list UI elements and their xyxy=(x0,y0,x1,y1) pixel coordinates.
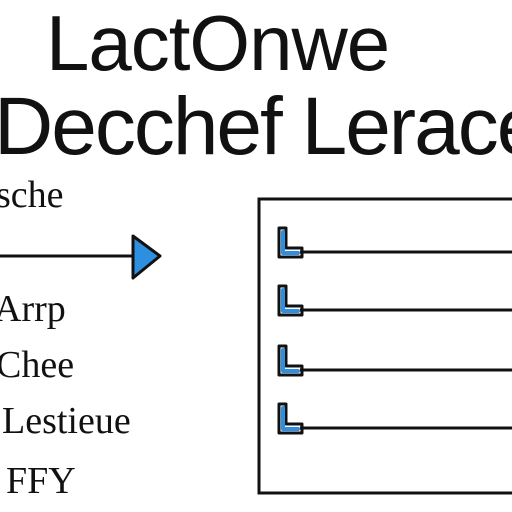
corner-bracket-icon-outline xyxy=(277,226,304,259)
corner-bracket-icon xyxy=(281,406,300,431)
title-line-2: Decchef Lerace xyxy=(0,81,512,172)
left-label-5: FFY xyxy=(6,460,76,502)
title-line-1: LactOnwe xyxy=(46,0,390,87)
panel-frame xyxy=(257,197,512,495)
corner-bracket-icon xyxy=(281,348,300,373)
left-label-1: sche xyxy=(0,174,64,216)
left-label-3: Chee xyxy=(0,344,75,386)
panel-rows xyxy=(277,226,512,435)
corner-bracket-icon-outline xyxy=(277,344,304,377)
left-label-2: Arrp xyxy=(0,288,66,330)
arrow-head-icon xyxy=(131,234,162,280)
corner-bracket-icon xyxy=(281,288,300,313)
corner-bracket-icon xyxy=(281,230,300,255)
corner-bracket-icon-outline xyxy=(277,402,304,435)
corner-bracket-icon-outline xyxy=(277,284,304,317)
left-label-4: Lestieue xyxy=(2,400,131,442)
